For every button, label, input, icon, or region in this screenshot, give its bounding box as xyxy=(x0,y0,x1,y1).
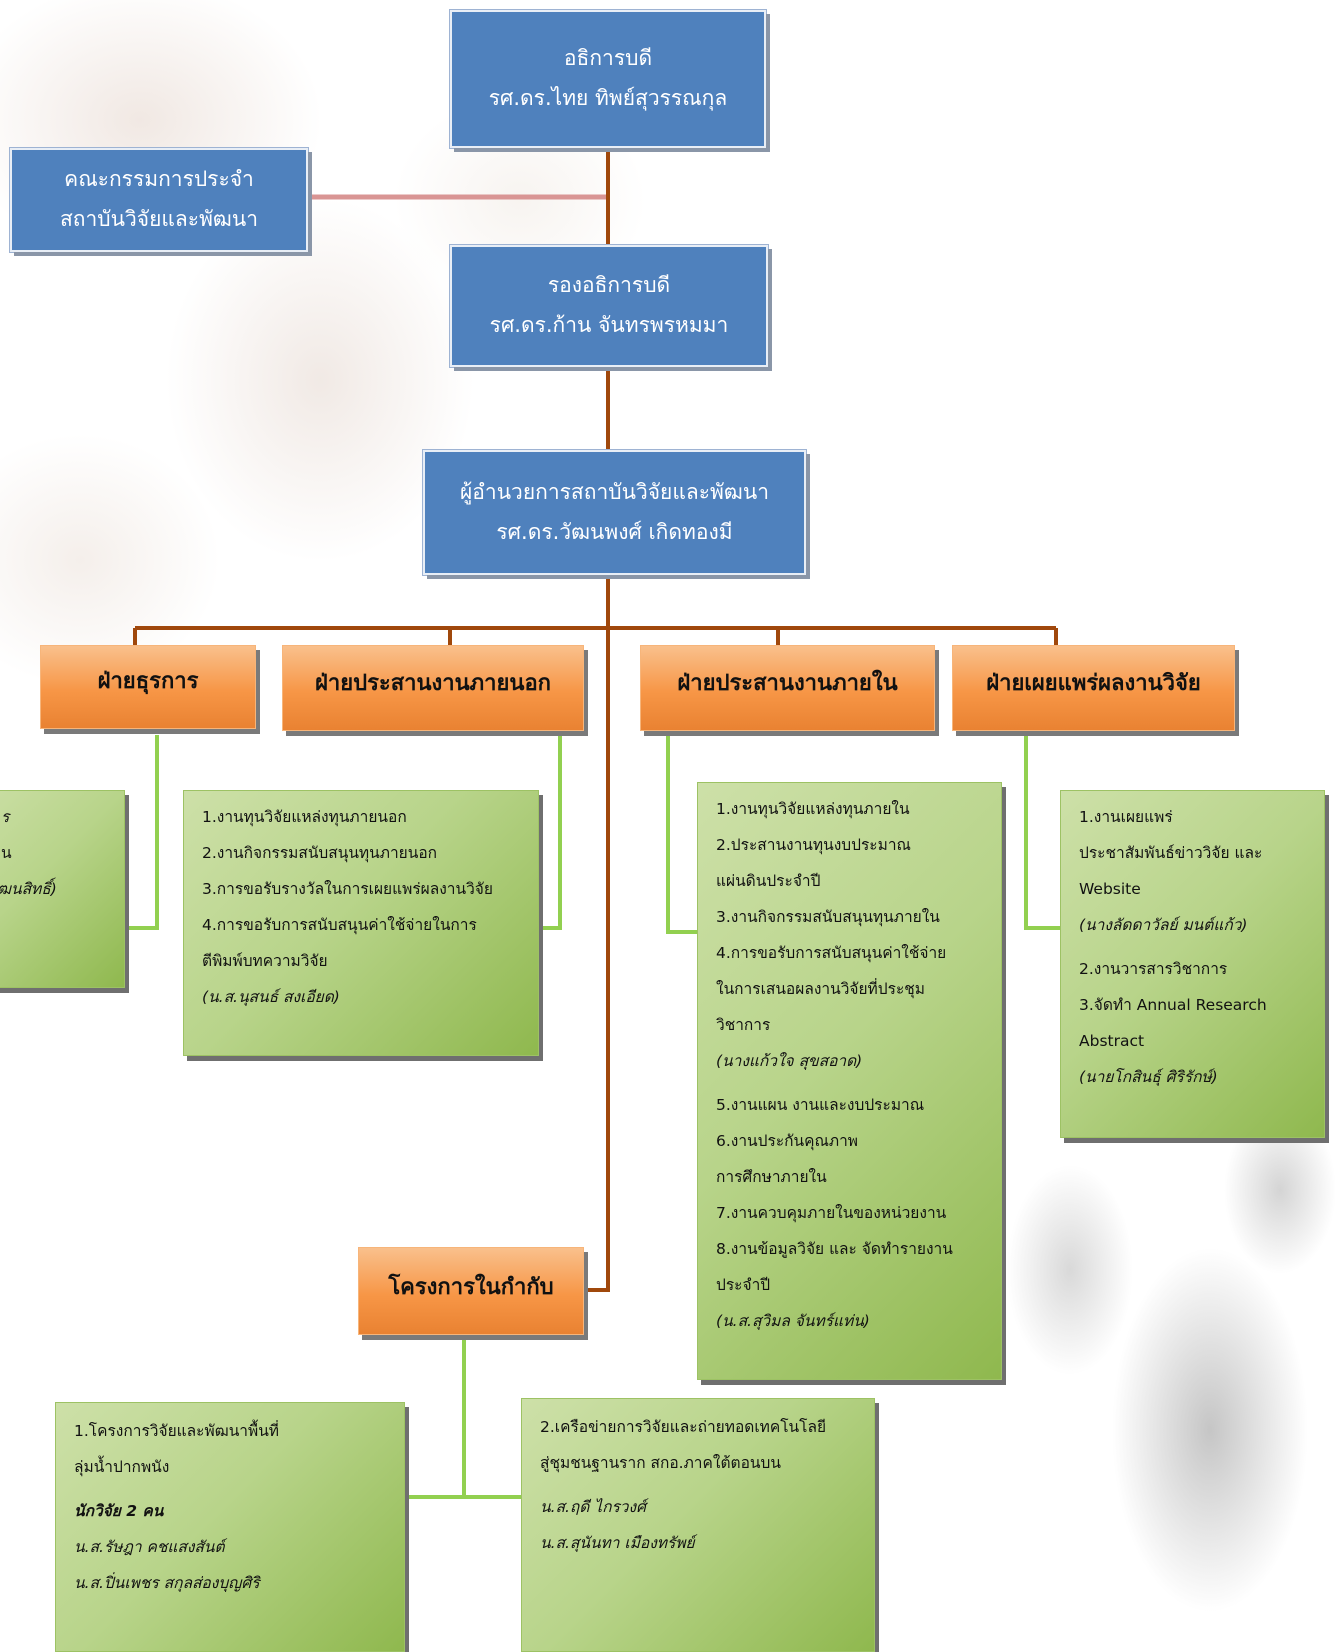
dissemination-task-person-a: (นางลัดดาวัลย์ มนต์แก้ว) xyxy=(1079,916,1248,934)
vice-president-box: รองอธิการบดี รศ.ดร.ก้าน จันทรพรหมมา xyxy=(450,245,768,367)
project1-box: 1.โครงการวิจัยและพัฒนาพื้นที่ ลุ่มน้ำปาก… xyxy=(55,1402,405,1652)
division-internal: ฝ่ายประสานงานภายใน xyxy=(640,645,935,731)
internal-task-item: แผ่นดินประจำปี xyxy=(716,872,821,890)
project1-item: ลุ่มน้ำปากพนัง xyxy=(74,1458,170,1476)
external-tasks-box: 1.งานทุนวิจัยแหล่งทุนภายนอก 2.งานกิจกรรม… xyxy=(183,790,539,1056)
project2-researcher: น.ส.ฤดี ไกรวงศ์ xyxy=(540,1498,646,1516)
project1-researcher: น.ส.รัษฎา คชแสงสันต์ xyxy=(74,1538,225,1556)
general-task-connector xyxy=(125,735,159,930)
project2-item: สู่ชุมชนฐานราก สกอ.ภาคใต้ตอนบน xyxy=(540,1454,781,1472)
vice-president-title: รองอธิการบดี xyxy=(547,273,671,298)
division-projects-label: โครงการในกำกับ xyxy=(388,1274,554,1300)
external-task-item: ตีพิมพ์บทความวิจัย xyxy=(202,952,328,970)
internal-task-item: 5.งานแผน งานและงบประมาณ xyxy=(716,1096,925,1114)
internal-task-connector xyxy=(666,735,698,934)
committee-line1: คณะกรรมการประจำ xyxy=(64,167,254,192)
dissemination-task-item: 2.งานวารสารวิชาการ xyxy=(1079,960,1228,978)
project1-item: 1.โครงการวิจัยและพัฒนาพื้นที่ xyxy=(74,1422,280,1440)
dissemination-tasks-box: 1.งานเผยแพร่ ประชาสัมพันธ์ข่าววิจัย และ … xyxy=(1060,790,1325,1138)
internal-task-item: 3.งานกิจกรรมสนับสนุนทุนภายใน xyxy=(716,908,940,926)
dissemination-task-item: 3.จัดทำ Annual Research xyxy=(1079,996,1267,1014)
director-name: รศ.ดร.วัฒนพงศ์ เกิดทองมี xyxy=(496,519,733,544)
internal-task-person-b: (น.ส.สุวิมล จันทร์แท่น) xyxy=(716,1312,870,1330)
dissemination-task-person-b: (นายโกสินธุ์ ศิริรักษ์) xyxy=(1079,1068,1218,1086)
project2-item: 2.เครือข่ายการวิจัยและถ่ายทอดเทคโนโลยี xyxy=(540,1418,827,1436)
division-external-label: ฝ่ายประสานงานภายนอก xyxy=(314,670,551,696)
project1-researchers-label: นักวิจัย 2 คน xyxy=(74,1502,164,1520)
internal-task-item: 7.งานควบคุมภายในของหน่วยงาน xyxy=(716,1204,947,1222)
internal-task-item: 1.งานทุนวิจัยแหล่งทุนภายใน xyxy=(716,800,910,818)
dissemination-task-item: Website xyxy=(1079,880,1141,898)
director-title: ผู้อำนวยการสถาบันวิจัยและพัฒนา xyxy=(459,479,769,504)
internal-task-item: 2.ประสานงานทุนงบประมาณ xyxy=(716,836,911,854)
external-task-item: 1.งานทุนวิจัยแหล่งทุนภายนอก xyxy=(202,808,407,826)
division-general-label: ฝ่ายธุรการ xyxy=(97,668,199,694)
internal-task-person-a: (นางแก้วใจ สุขสอาด) xyxy=(716,1052,863,1070)
general-tasks-box: ร น ฒนสิทธิ์) xyxy=(0,790,125,988)
division-dissemination: ฝ่ายเผยแพร่ผลงานวิจัย xyxy=(952,645,1235,731)
president-name: รศ.ดร.ไทย ทิพย์สุวรรณกุล xyxy=(488,86,728,110)
committee-box: คณะกรรมการประจำ สถาบันวิจัยและพัฒนา xyxy=(10,148,308,252)
dissemination-task-item: 1.งานเผยแพร่ xyxy=(1079,808,1173,826)
external-task-item: 3.การขอรับรางวัลในการเผยแพร่ผลงานวิจัย xyxy=(202,880,493,898)
division-internal-label: ฝ่ายประสานงานภายใน xyxy=(677,670,898,696)
external-task-item: 2.งานกิจกรรมสนับสนุนทุนภายนอก xyxy=(202,844,438,862)
external-task-item: 4.การขอรับการสนับสนุนค่าใช้จ่ายในการ xyxy=(202,916,477,934)
general-task-person: ฒนสิทธิ์) xyxy=(0,880,57,898)
division-dissemination-label: ฝ่ายเผยแพร่ผลงานวิจัย xyxy=(986,670,1201,696)
president-box: อธิการบดี รศ.ดร.ไทย ทิพย์สุวรรณกุล xyxy=(450,10,766,148)
internal-task-item: วิชาการ xyxy=(716,1016,771,1034)
project2-researcher: น.ส.สุนันทา เมืองทรัพย์ xyxy=(540,1534,695,1552)
division-external: ฝ่ายประสานงานภายนอก xyxy=(282,645,584,731)
division-projects: โครงการในกำกับ xyxy=(358,1247,584,1335)
internal-task-item: 8.งานข้อมูลวิจัย และ จัดทำรายงาน xyxy=(716,1240,953,1258)
internal-task-item: ในการเสนอผลงานวิจัยที่ประชุม xyxy=(716,980,926,998)
internal-task-item: 4.การขอรับการสนับสนุนค่าใช้จ่าย xyxy=(716,944,947,962)
internal-tasks-box: 1.งานทุนวิจัยแหล่งทุนภายใน 2.ประสานงานทุ… xyxy=(697,782,1002,1380)
vice-president-name: รศ.ดร.ก้าน จันทรพรหมมา xyxy=(489,313,729,337)
committee-line2: สถาบันวิจัยและพัฒนา xyxy=(59,207,259,231)
president-title: อธิการบดี xyxy=(563,46,653,71)
external-task-person: (น.ส.นุสนธ์ สงเอียด) xyxy=(202,988,340,1006)
external-task-connector xyxy=(538,735,562,930)
internal-task-item: การศึกษาภายใน xyxy=(716,1168,827,1186)
internal-task-item: ประจำปี xyxy=(716,1276,771,1294)
internal-task-item: 6.งานประกันคุณภาพ xyxy=(716,1132,859,1150)
project2-box: 2.เครือข่ายการวิจัยและถ่ายทอดเทคโนโลยี ส… xyxy=(521,1398,875,1652)
general-task-line1: ร xyxy=(1,808,10,826)
leaf-pattern-background xyxy=(960,1070,1335,1652)
dissemination-task-item: ประชาสัมพันธ์ข่าววิจัย และ xyxy=(1079,844,1263,862)
project1-researcher: น.ส.ปิ่นเพชร สกุลส่องบุญศิริ xyxy=(74,1574,260,1592)
dissemination-task-connector xyxy=(1024,735,1060,930)
division-general: ฝ่ายธุรการ xyxy=(40,645,256,729)
director-box: ผู้อำนวยการสถาบันวิจัยและพัฒนา รศ.ดร.วัฒ… xyxy=(423,450,806,575)
dissemination-task-item: Abstract xyxy=(1079,1032,1145,1050)
general-task-line2: น xyxy=(1,844,12,862)
